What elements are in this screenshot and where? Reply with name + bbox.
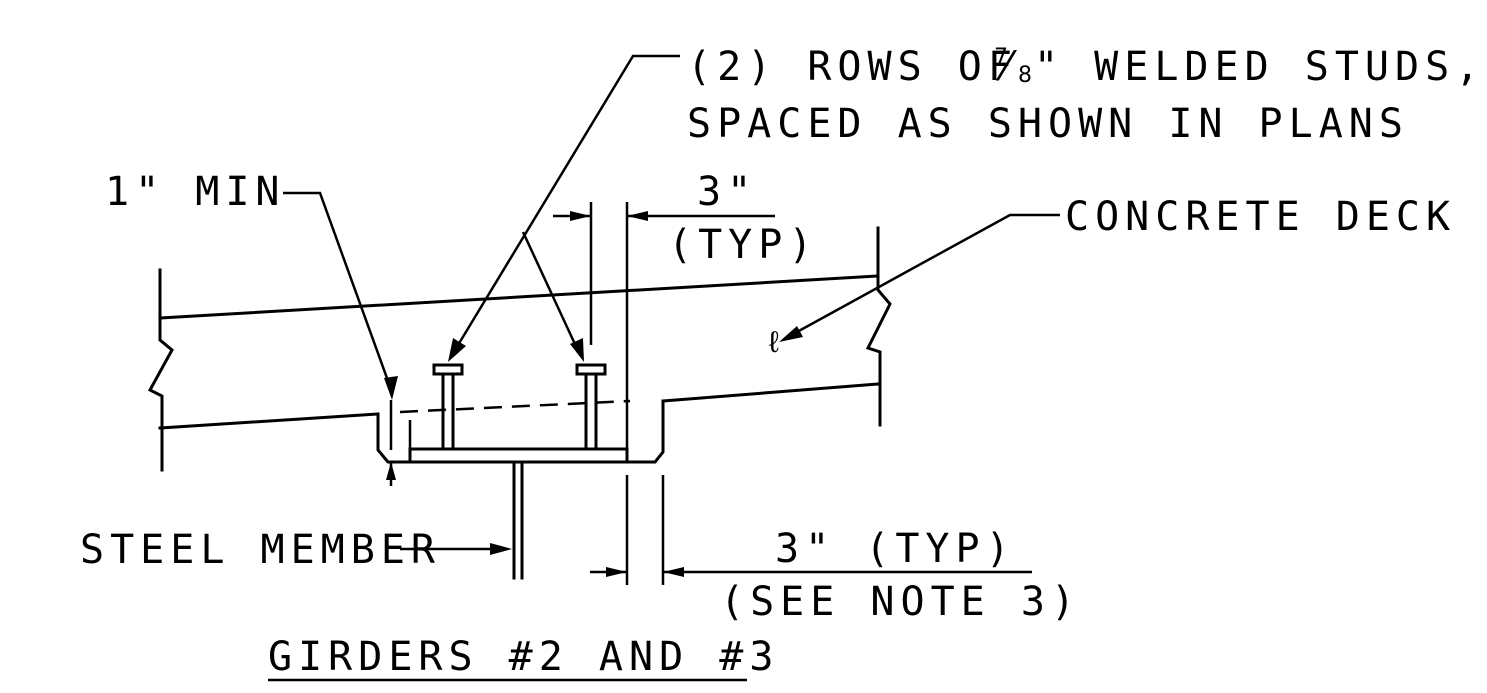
studs-label-line1-b: " WELDED STUDS, <box>1034 44 1485 90</box>
edge-distance-label: 3" (TYP) <box>775 526 1016 572</box>
steel-member-leader <box>400 543 512 555</box>
edge-note-label: (SEE NOTE 3) <box>720 579 1081 625</box>
concrete-deck-outline <box>147 226 892 472</box>
centerline-symbol: ℓ <box>765 325 789 360</box>
stud-spacing-dimension <box>553 202 775 462</box>
haunch-outline <box>376 399 665 464</box>
steel-member-label: STEEL MEMBER <box>80 527 441 573</box>
stud-spacing-typ-label: (TYP) <box>668 222 818 268</box>
studs-label-line2: SPACED AS SHOWN IN PLANS <box>687 101 1409 147</box>
concrete-deck-leader <box>779 213 1060 342</box>
drawing-title: GIRDERS #2 AND #3 <box>268 634 779 680</box>
min-cover-label: 1" MIN <box>105 169 286 215</box>
steel-member-shape <box>408 447 629 580</box>
studs-leader <box>448 54 680 362</box>
studs-fraction-denominator: 8 <box>1018 63 1032 88</box>
welded-stud-left <box>432 363 464 451</box>
stud-spacing-label: 3" <box>697 169 757 215</box>
welded-stud-right <box>575 363 607 451</box>
min-cover-dimension <box>283 191 412 486</box>
concrete-deck-label: CONCRETE DECK <box>1065 194 1456 240</box>
edge-distance-dimension <box>590 475 1032 585</box>
studs-fraction-numerator: 7 <box>994 45 1008 70</box>
studs-label-line1-a: (2) ROWS OF <box>687 44 1018 90</box>
